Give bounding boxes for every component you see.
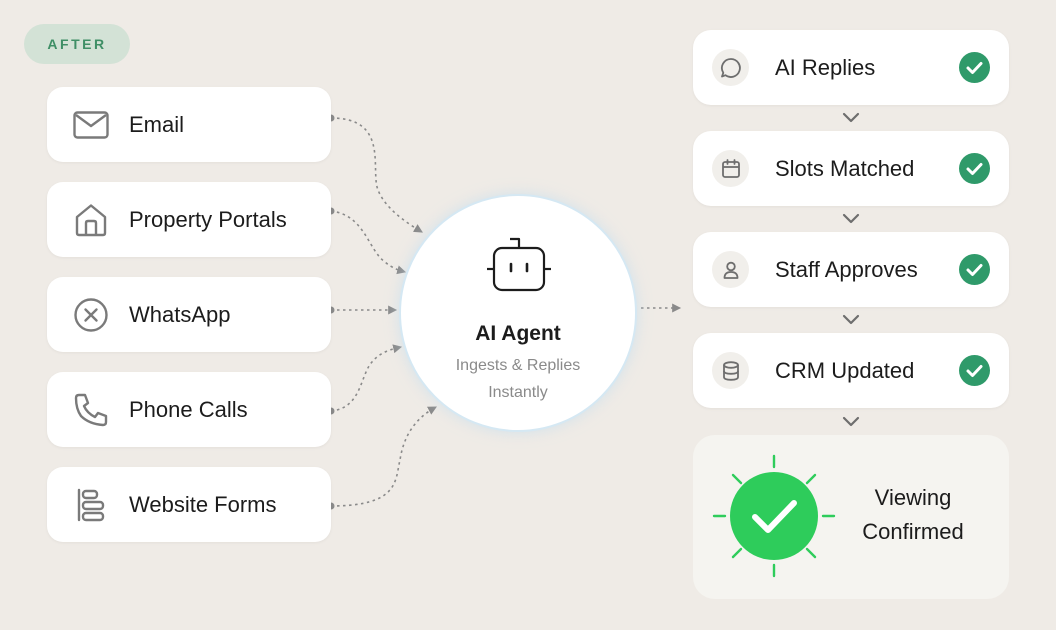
- connector-email: [330, 117, 423, 233]
- source-whatsapp[interactable]: WhatsApp: [47, 277, 331, 352]
- source-website-forms[interactable]: Website Forms: [47, 467, 331, 542]
- final-label-line2: Confirmed: [862, 519, 964, 544]
- source-label: Email: [129, 111, 185, 137]
- step-label: Slots Matched: [775, 155, 915, 181]
- final-label: Viewing Confirmed: [845, 481, 981, 549]
- step-slots-matched[interactable]: Slots Matched: [693, 131, 1009, 206]
- calendar-icon: [712, 150, 749, 187]
- agent-title: AI Agent: [475, 322, 561, 345]
- source-property-portals[interactable]: Property Portals: [47, 182, 331, 257]
- source-label: WhatsApp: [129, 301, 231, 327]
- user-icon: [712, 251, 749, 288]
- check-icon: [959, 355, 990, 386]
- chevron-down-icon: [842, 314, 860, 325]
- agent-subtitle-line1: Ingests & Replies: [455, 357, 581, 374]
- after-badge: AFTER: [24, 24, 130, 64]
- source-email[interactable]: Email: [47, 87, 331, 162]
- step-crm-updated[interactable]: CRM Updated: [693, 333, 1009, 408]
- connector-website-forms: [330, 406, 437, 507]
- check-icon: [959, 52, 990, 83]
- close-circle-icon: [71, 295, 111, 335]
- source-label: Phone Calls: [129, 396, 248, 422]
- source-label: Website Forms: [129, 491, 277, 517]
- source-phone-calls[interactable]: Phone Calls: [47, 372, 331, 447]
- check-icon: [959, 254, 990, 285]
- chevron-down-icon: [842, 112, 860, 123]
- mail-icon: [71, 105, 111, 145]
- ai-agent-node: AI Agent Ingests & Replies Instantly: [399, 194, 637, 432]
- viewing-confirmed-card: Viewing Confirmed: [693, 435, 1009, 599]
- check-burst-icon: [711, 453, 837, 584]
- database-icon: [712, 352, 749, 389]
- check-icon: [959, 153, 990, 184]
- connector-phone-calls: [330, 344, 403, 412]
- final-label-line1: Viewing: [874, 485, 952, 510]
- chevron-down-icon: [842, 213, 860, 224]
- chat-bubble-icon: [712, 49, 749, 86]
- connector-property-portals: [330, 210, 407, 275]
- step-ai-replies[interactable]: AI Replies: [693, 30, 1009, 105]
- phone-icon: [71, 390, 111, 430]
- agent-subtitle-line2: Instantly: [488, 384, 548, 401]
- step-label: CRM Updated: [775, 357, 915, 383]
- agent-subtitle: Ingests & Replies Instantly: [401, 352, 635, 406]
- chevron-down-icon: [842, 416, 860, 427]
- step-label: Staff Approves: [775, 256, 918, 282]
- home-icon: [71, 200, 111, 240]
- step-label: AI Replies: [775, 54, 876, 80]
- form-lines-icon: [71, 485, 111, 525]
- robot-icon: [485, 236, 553, 299]
- step-staff-approves[interactable]: Staff Approves: [693, 232, 1009, 307]
- source-label: Property Portals: [129, 206, 287, 232]
